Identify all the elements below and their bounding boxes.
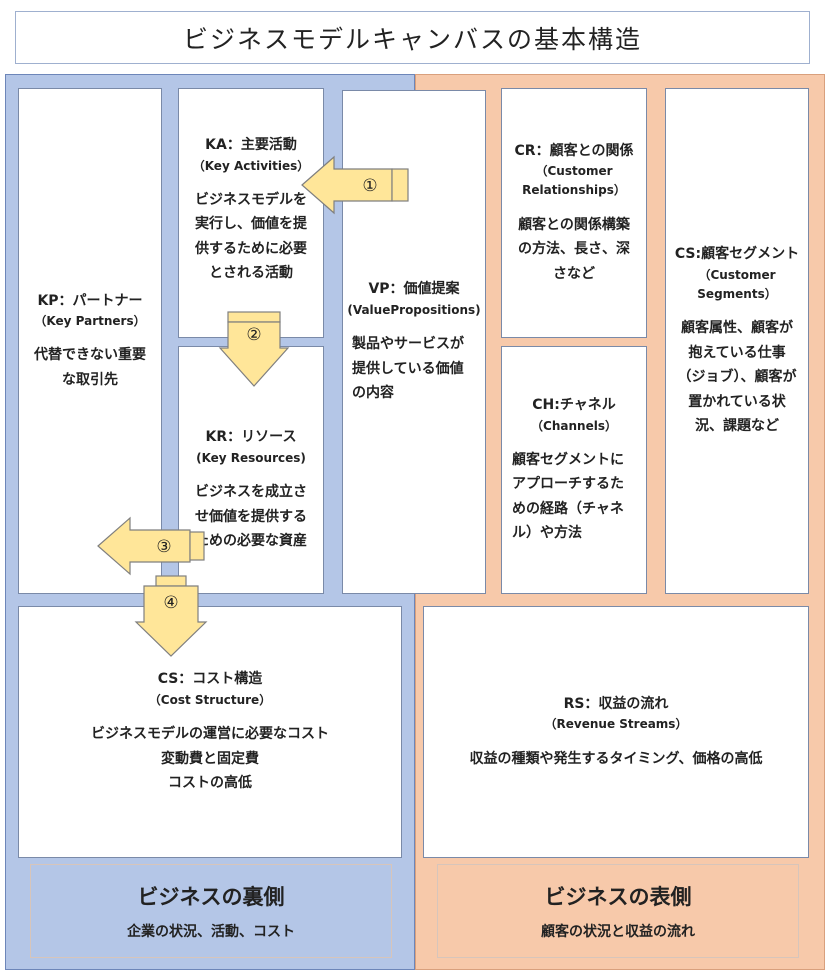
cs-segments-subheading: （Customer Segments） xyxy=(697,267,777,301)
arrow-1-label: ① xyxy=(362,176,377,196)
kp-subheading: （Key Partners） xyxy=(34,314,146,329)
back-side-title: ビジネスの裏側 xyxy=(137,885,285,909)
ka-block: KA：主要活動 （Key Activities） ビジネスモデルを実行し、価値を… xyxy=(178,88,324,338)
arrow-4-down: ④ xyxy=(134,575,208,657)
cost-heading: CS：コスト構造 xyxy=(157,671,263,688)
ka-heading: KA：主要活動 xyxy=(205,137,297,154)
revenue-heading: RS：収益の流れ xyxy=(563,695,669,712)
kp-description: 代替できない重要な取引先 xyxy=(34,347,146,388)
vp-subheading: (ValuePropositions) xyxy=(347,302,481,317)
ka-subheading: （Key Activities） xyxy=(192,158,310,173)
front-side-label: ビジネスの表側 顧客の状況と収益の流れ xyxy=(437,864,799,958)
cr-heading: CR：顧客との関係 xyxy=(514,142,634,159)
ka-description: ビジネスモデルを実行し、価値を提供するために必要とされる活動 xyxy=(195,191,307,282)
ch-subheading: （Channels） xyxy=(531,418,617,433)
revenue-streams-block: RS：収益の流れ （Revenue Streams） 収益の種類や発生するタイミ… xyxy=(423,606,809,858)
cr-description: 顧客との関係構築の方法、長さ、深さなど xyxy=(518,216,630,282)
revenue-subheading: （Revenue Streams） xyxy=(544,717,688,732)
arrow-2-down: ② xyxy=(218,311,290,387)
back-side-description: 企業の状況、活動、コスト xyxy=(127,924,295,940)
arrow-3-label: ③ xyxy=(156,537,171,557)
cost-description-3: コストの高低 xyxy=(168,775,252,792)
kr-subheading: (Key Resources) xyxy=(196,450,306,465)
ch-heading: CH:チャネル xyxy=(532,397,616,414)
front-side-description: 顧客の状況と収益の流れ xyxy=(541,924,695,940)
vp-description: 製品やサービスが提供している価値の内容 xyxy=(352,336,464,402)
cs-segments-block: CS:顧客セグメント （Customer Segments） 顧客属性、顧客が抱… xyxy=(665,88,809,594)
kp-heading: KP：パートナー xyxy=(37,292,143,309)
cr-block: CR：顧客との関係 （Customer Relationships） 顧客との関… xyxy=(501,88,647,338)
ch-description: 顧客セグメントにアプローチするための経路（チャネル）や方法 xyxy=(512,451,624,542)
cost-description-2: 変動費と固定費 xyxy=(161,750,259,767)
cs-segments-description: 顧客属性、顧客が抱えている仕事（ジョブ）、顧客が置かれている状況、課題など xyxy=(677,320,797,435)
cost-description-1: ビジネスモデルの運営に必要なコスト xyxy=(91,726,329,743)
revenue-description: 収益の種類や発生するタイミング、価格の高低 xyxy=(469,750,763,767)
kp-block: KP：パートナー （Key Partners） 代替できない重要な取引先 xyxy=(18,88,162,594)
ch-block: CH:チャネル （Channels） 顧客セグメントにアプローチするための経路（… xyxy=(501,346,647,594)
back-side-label: ビジネスの裏側 企業の状況、活動、コスト xyxy=(30,864,392,958)
kr-description: ビジネスを成立させ価値を提供するための必要な資産 xyxy=(195,484,307,550)
cost-structure-block: CS：コスト構造 （Cost Structure） ビジネスモデルの運営に必要な… xyxy=(18,606,402,858)
arrow-1-left: ① xyxy=(301,155,409,215)
front-side-title: ビジネスの表側 xyxy=(544,885,692,909)
arrow-2-label: ② xyxy=(246,325,261,345)
cs-segments-heading: CS:顧客セグメント xyxy=(674,246,800,263)
cost-subheading: （Cost Structure） xyxy=(148,692,272,707)
page-title: ビジネスモデルキャンバスの基本構造 xyxy=(15,11,810,64)
vp-heading: VP：価値提案 xyxy=(368,281,460,298)
cr-subheading: （Customer Relationships） xyxy=(522,164,626,198)
arrow-4-label: ④ xyxy=(163,593,178,613)
arrow-3-left: ③ xyxy=(97,516,205,576)
kr-heading: KR：リソース xyxy=(205,429,297,446)
